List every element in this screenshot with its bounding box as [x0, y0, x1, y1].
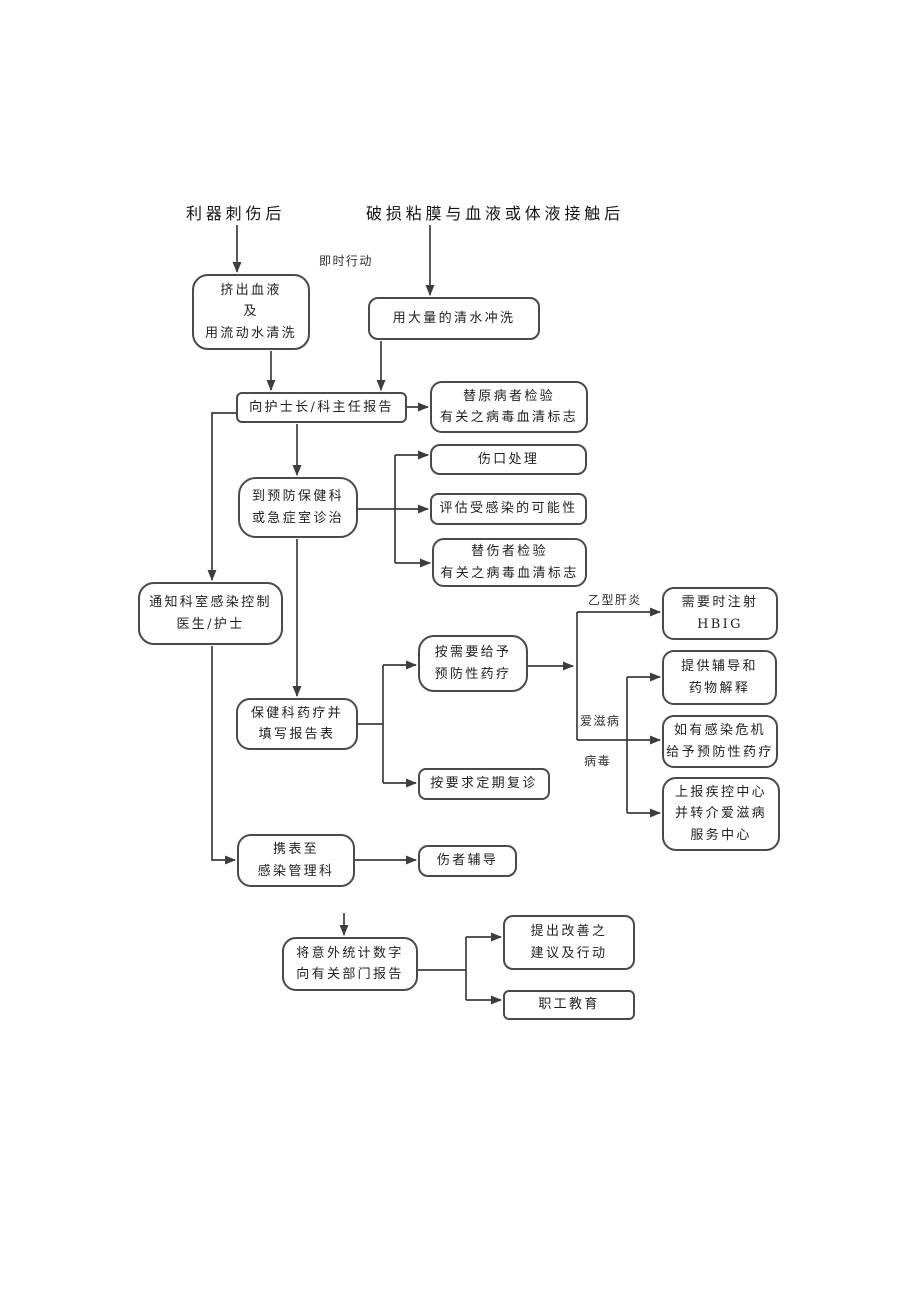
node-text-line: 或急症室诊治 — [251, 510, 345, 526]
node-improvement-suggestions: 提出改善之 建议及行动 — [503, 915, 635, 970]
node-text-line: 挤出血液 — [220, 282, 282, 298]
label-immediate-action: 即时行动 — [319, 254, 373, 268]
node-rinse-with-water: 用大量的清水冲洗 — [368, 297, 540, 340]
node-text-line: 建议及行动 — [530, 945, 608, 961]
node-text-line: 上报疾控中心 — [674, 784, 768, 800]
node-report-cdc-refer-aids-center: 上报疾控中心 并转介爱滋病 服务中心 — [662, 777, 780, 851]
node-text-line: 保健科药疗并 — [250, 705, 344, 721]
node-text-line: 如有感染危机 — [673, 723, 767, 739]
node-wound-treatment: 伤口处理 — [430, 444, 587, 475]
node-text-line: 有关之病毒血清标志 — [439, 410, 579, 425]
node-text-line: 通知科室感染控制 — [149, 595, 272, 611]
node-text-line: 向护士长/科主任报告 — [249, 399, 394, 415]
node-counseling-medication-explanation: 提供辅导和 药物解释 — [662, 650, 777, 705]
node-test-source-patient: 替原病者检验 有关之病毒血清标志 — [430, 381, 588, 433]
branch-label-hepatitis-b: 乙型肝炎 — [588, 593, 642, 607]
node-text-line: 伤口处理 — [477, 451, 540, 467]
node-injured-counseling: 伤者辅导 — [418, 845, 517, 877]
node-text-line: 有关之病毒血清标志 — [440, 565, 579, 581]
start-label-sharp-injury: 利器刺伤后 — [186, 204, 286, 223]
node-assess-infection-risk: 评估受感染的可能性 — [430, 493, 587, 525]
node-test-injured-person: 替伤者检验 有关之病毒血清标志 — [432, 538, 587, 587]
node-report-to-head-nurse: 向护士长/科主任报告 — [236, 392, 407, 423]
node-text-line: 将意外统计数字 — [296, 945, 404, 961]
node-staff-education: 职工教育 — [503, 990, 635, 1020]
node-preventive-medication: 按需要给予 预防性药疗 — [418, 635, 528, 692]
node-text-line: 需要时注射 — [681, 595, 759, 611]
node-text-line: 替原病者检验 — [462, 388, 556, 404]
node-report-accident-statistics: 将意外统计数字 向有关部门报告 — [282, 937, 418, 991]
node-carry-form-infection-management: 携表至 感染管理科 — [237, 834, 355, 887]
node-regular-followup: 按要求定期复诊 — [418, 768, 550, 800]
node-text-line: 给予预防性药疗 — [666, 744, 774, 760]
node-text-line: 填写报告表 — [258, 727, 336, 742]
node-notify-infection-control: 通知科室感染控制 医生/护士 — [138, 582, 283, 645]
node-text-line: 服务中心 — [690, 827, 752, 843]
node-healthcare-dept-report-form: 保健科药疗并 填写报告表 — [236, 698, 358, 750]
branch-label-aids: 爱滋病 — [580, 714, 621, 728]
node-text-line: 伤者辅导 — [436, 853, 499, 869]
branch-label-virus: 病毒 — [584, 754, 611, 768]
node-text-line: 提供辅导和 — [681, 659, 758, 675]
node-infection-risk-medication: 如有感染危机 给予预防性药疗 — [662, 715, 778, 768]
node-text-line: 向有关部门报告 — [296, 967, 404, 982]
node-squeeze-blood: 挤出血液 及 用流动水清洗 — [192, 274, 310, 350]
node-text-line: 医生/护士 — [176, 616, 245, 632]
node-text-line: 预防性药疗 — [434, 666, 512, 682]
node-inject-hbig: 需要时注射 HBIG — [662, 587, 778, 640]
start-label-mucosa-contact: 破损粘膜与血液或体液接触后 — [366, 204, 624, 223]
node-text-line: 药物解释 — [688, 680, 751, 696]
node-text-line: 并转介爱滋病 — [674, 806, 768, 822]
node-text-line: 携表至 — [272, 842, 320, 858]
node-text-line: 职工教育 — [538, 997, 600, 1013]
node-text-line: 按需要给予 — [434, 645, 512, 661]
node-text-line: 提出改善之 — [530, 924, 608, 940]
node-text-line: 到预防保健科 — [251, 489, 345, 505]
node-text-line: 替伤者检验 — [471, 544, 548, 560]
node-text-line: 评估受感染的可能性 — [439, 501, 578, 517]
node-text-line: 用大量的清水冲洗 — [392, 310, 516, 326]
node-text-line: HBIG — [697, 616, 743, 632]
node-text-line: 按要求定期复诊 — [430, 776, 538, 792]
node-text-line: 感染管理科 — [257, 863, 335, 879]
node-text-line: 用流动水清洗 — [204, 325, 298, 341]
node-preventive-care-clinic: 到预防保健科 或急症室诊治 — [238, 477, 358, 538]
node-text-line: 及 — [243, 304, 259, 320]
